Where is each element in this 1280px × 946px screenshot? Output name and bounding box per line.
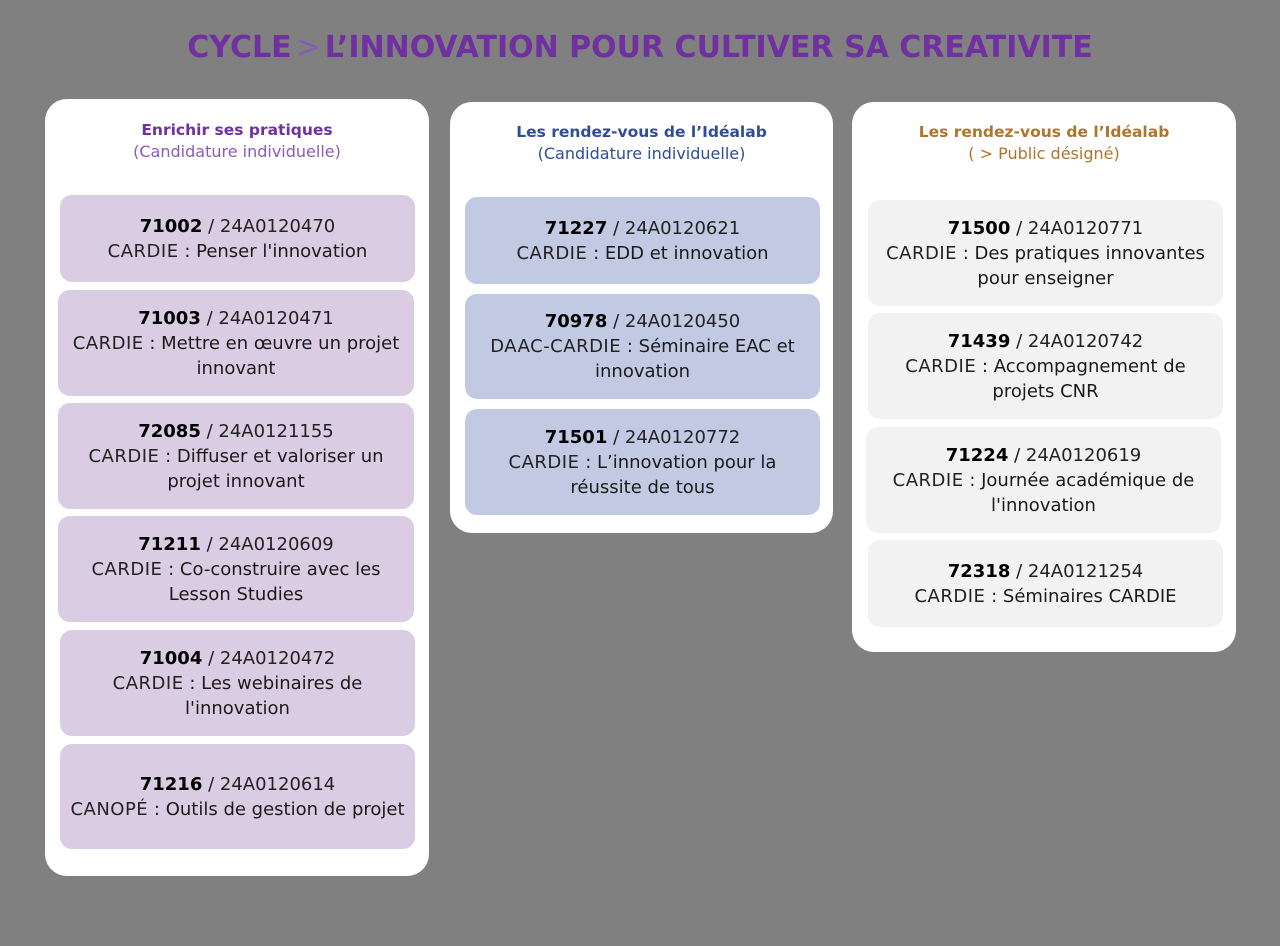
course-card[interactable]: 71002 / 24A0120470 CARDIE : Penser l'inn… — [60, 195, 415, 282]
course-org: CARDIE — [508, 451, 580, 473]
course-org: CARDIE — [892, 469, 964, 491]
title-cycle: CYCLE — [187, 30, 292, 65]
course-code: 24A0120609 — [218, 533, 334, 555]
course-title: Journée académique de l'innovation — [981, 469, 1195, 516]
course-org: CARDIE — [112, 672, 184, 694]
course-number: 71439 — [947, 330, 1011, 352]
panel-heading: Les rendez-vous de l’Idéalab (Candidatur… — [450, 121, 833, 165]
course-code: 24A0120772 — [624, 426, 741, 448]
panel-rendez-vous-idealab-public-designe: Les rendez-vous de l’Idéalab ( > Public … — [852, 102, 1236, 652]
course-code: 24A0121155 — [218, 420, 334, 442]
panel-heading-title: Enrichir ses pratiques — [141, 121, 333, 139]
course-code: 24A0120471 — [218, 307, 334, 329]
panel-heading: Les rendez-vous de l’Idéalab ( > Public … — [852, 121, 1236, 165]
course-title: Accompagnement de projets CNR — [992, 355, 1186, 402]
course-code: 24A0120472 — [219, 647, 336, 669]
course-org: CARDIE — [72, 332, 144, 354]
course-code: 24A0120771 — [1027, 217, 1144, 239]
course-card[interactable]: 71224 / 24A0120619 CARDIE : Journée acad… — [866, 427, 1221, 533]
course-title: Co-construire avec les Lesson Studies — [168, 558, 381, 605]
course-title: Séminaire EAC et innovation — [595, 336, 795, 382]
course-title: Séminaires CARDIE — [1002, 585, 1177, 607]
title-separator: > — [295, 30, 321, 65]
course-title: Diffuser et valoriser un projet innovant — [167, 445, 384, 492]
course-code: 24A0120470 — [219, 215, 336, 237]
course-org: CARDIE — [516, 242, 588, 264]
course-number: 72085 — [138, 420, 201, 442]
course-card[interactable]: 71216 / 24A0120614 CANOPÉ : Outils de ge… — [60, 744, 415, 849]
course-org: CARDIE — [91, 558, 163, 580]
course-code: 24A0120619 — [1025, 444, 1142, 466]
course-number: 71224 — [945, 444, 1009, 466]
course-org: CARDIE — [905, 355, 977, 377]
panel-enrichir-ses-pratiques: Enrichir ses pratiques (Candidature indi… — [45, 99, 429, 876]
course-title: L’innovation pour la réussite de tous — [570, 451, 777, 498]
course-card[interactable]: 71501 / 24A0120772 CARDIE : L’innovation… — [465, 409, 820, 515]
course-number: 71211 — [138, 533, 201, 555]
course-card[interactable]: 71500 / 24A0120771 CARDIE : Des pratique… — [868, 200, 1223, 306]
course-title: Mettre en œuvre un projet innovant — [161, 332, 400, 379]
course-org: CARDIE — [914, 585, 986, 607]
course-code: 24A0121254 — [1027, 560, 1144, 582]
course-number: 71501 — [544, 426, 608, 448]
course-org: CARDIE — [107, 240, 179, 262]
course-number: 71003 — [138, 307, 201, 329]
course-code: 24A0120621 — [624, 217, 741, 239]
course-number: 71002 — [139, 215, 203, 237]
course-code: 24A0120614 — [219, 773, 336, 795]
panel-heading-title: Les rendez-vous de l’Idéalab — [516, 123, 767, 141]
course-number: 71227 — [544, 217, 608, 239]
course-number: 72318 — [947, 560, 1011, 582]
course-code: 24A0120742 — [1027, 330, 1144, 352]
page-title: CYCLE>L’INNOVATION POUR CULTIVER SA CREA… — [0, 30, 1280, 65]
course-card[interactable]: 71004 / 24A0120472 CARDIE : Les webinair… — [60, 630, 415, 736]
course-title: Outils de gestion de projet — [165, 798, 405, 820]
course-card[interactable]: 72318 / 24A0121254 CARDIE : Séminaires C… — [868, 540, 1223, 627]
course-number: 70978 — [544, 311, 608, 332]
course-number: 71500 — [947, 217, 1011, 239]
course-title: Penser l'innovation — [196, 240, 368, 262]
course-org: CARDIE — [886, 242, 958, 264]
course-number: 71216 — [139, 773, 203, 795]
course-card[interactable]: 71211 / 24A0120609 CARDIE : Co-construir… — [58, 516, 414, 622]
panel-heading-subtitle: ( > Public désigné) — [968, 144, 1120, 163]
title-main: L’INNOVATION POUR CULTIVER SA CREATIVITE — [324, 30, 1093, 65]
course-card[interactable]: 71227 / 24A0120621 CARDIE : EDD et innov… — [465, 197, 820, 284]
course-org: CARDIE — [88, 445, 160, 467]
course-title: Les webinaires de l'innovation — [185, 672, 363, 719]
panel-heading: Enrichir ses pratiques (Candidature indi… — [45, 119, 429, 163]
course-org: CANOPÉ — [70, 798, 149, 820]
course-card[interactable]: 72085 / 24A0121155 CARDIE : Diffuser et … — [58, 403, 414, 509]
course-card[interactable]: 70978 / 24A0120450 DAAC-CARDIE : Séminai… — [465, 294, 820, 399]
course-title: Des pratiques innovantes pour enseigner — [974, 242, 1205, 289]
panel-heading-subtitle: (Candidature individuelle) — [537, 144, 746, 163]
course-card[interactable]: 71003 / 24A0120471 CARDIE : Mettre en œu… — [58, 290, 414, 396]
course-title: EDD et innovation — [604, 242, 769, 264]
course-org: DAAC-CARDIE — [490, 336, 622, 357]
panel-heading-title: Les rendez-vous de l’Idéalab — [918, 123, 1170, 141]
course-number: 71004 — [139, 647, 203, 669]
course-card[interactable]: 71439 / 24A0120742 CARDIE : Accompagneme… — [868, 313, 1223, 419]
course-code: 24A0120450 — [624, 311, 741, 332]
panel-heading-subtitle: (Candidature individuelle) — [133, 142, 341, 161]
panel-rendez-vous-idealab-individuelle: Les rendez-vous de l’Idéalab (Candidatur… — [450, 102, 833, 533]
